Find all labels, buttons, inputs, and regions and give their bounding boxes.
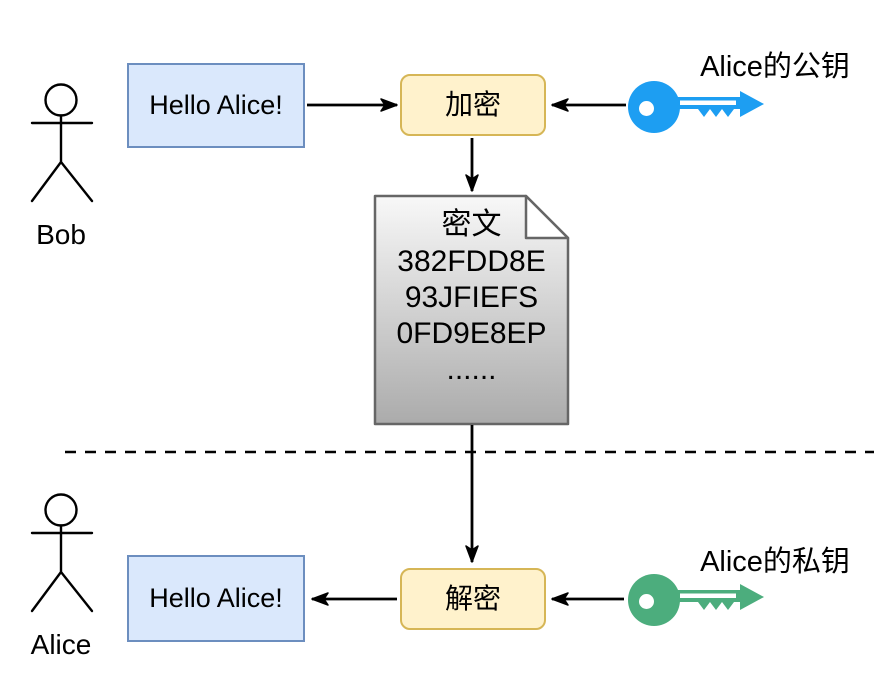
bob-stick-figure-icon [30, 83, 94, 203]
ciphertext-line: 382FDD8E [397, 245, 546, 278]
alice-stick-figure-icon [30, 493, 94, 613]
plaintext-message-box-top: Hello Alice! [127, 63, 305, 148]
decrypt-process-box: 解密 [400, 568, 546, 630]
private-key-label: Alice的私钥 [700, 546, 850, 578]
ciphertext-document-text: 密文 382FDD8E 93JFIEFS 0FD9E8EP ...... [376, 206, 567, 388]
encrypt-process-box: 加密 [400, 74, 546, 136]
document-fold-corner [524, 194, 570, 240]
ciphertext-line: ...... [446, 353, 497, 386]
bob-actor-label: Bob [36, 219, 86, 250]
connector-arrows [307, 98, 626, 606]
ciphertext-document-shape [373, 194, 570, 426]
public-key-label: Alice的公钥 [700, 51, 850, 83]
public-key-icon [628, 81, 764, 133]
private-key-icon [628, 574, 764, 626]
ciphertext-title: 密文 [441, 208, 502, 241]
alice-actor-label: Alice [30, 629, 92, 660]
ciphertext-line: 93JFIEFS [404, 281, 539, 314]
ciphertext-line: 0FD9E8EP [396, 317, 547, 350]
plaintext-message-box-bottom: Hello Alice! [127, 555, 305, 642]
